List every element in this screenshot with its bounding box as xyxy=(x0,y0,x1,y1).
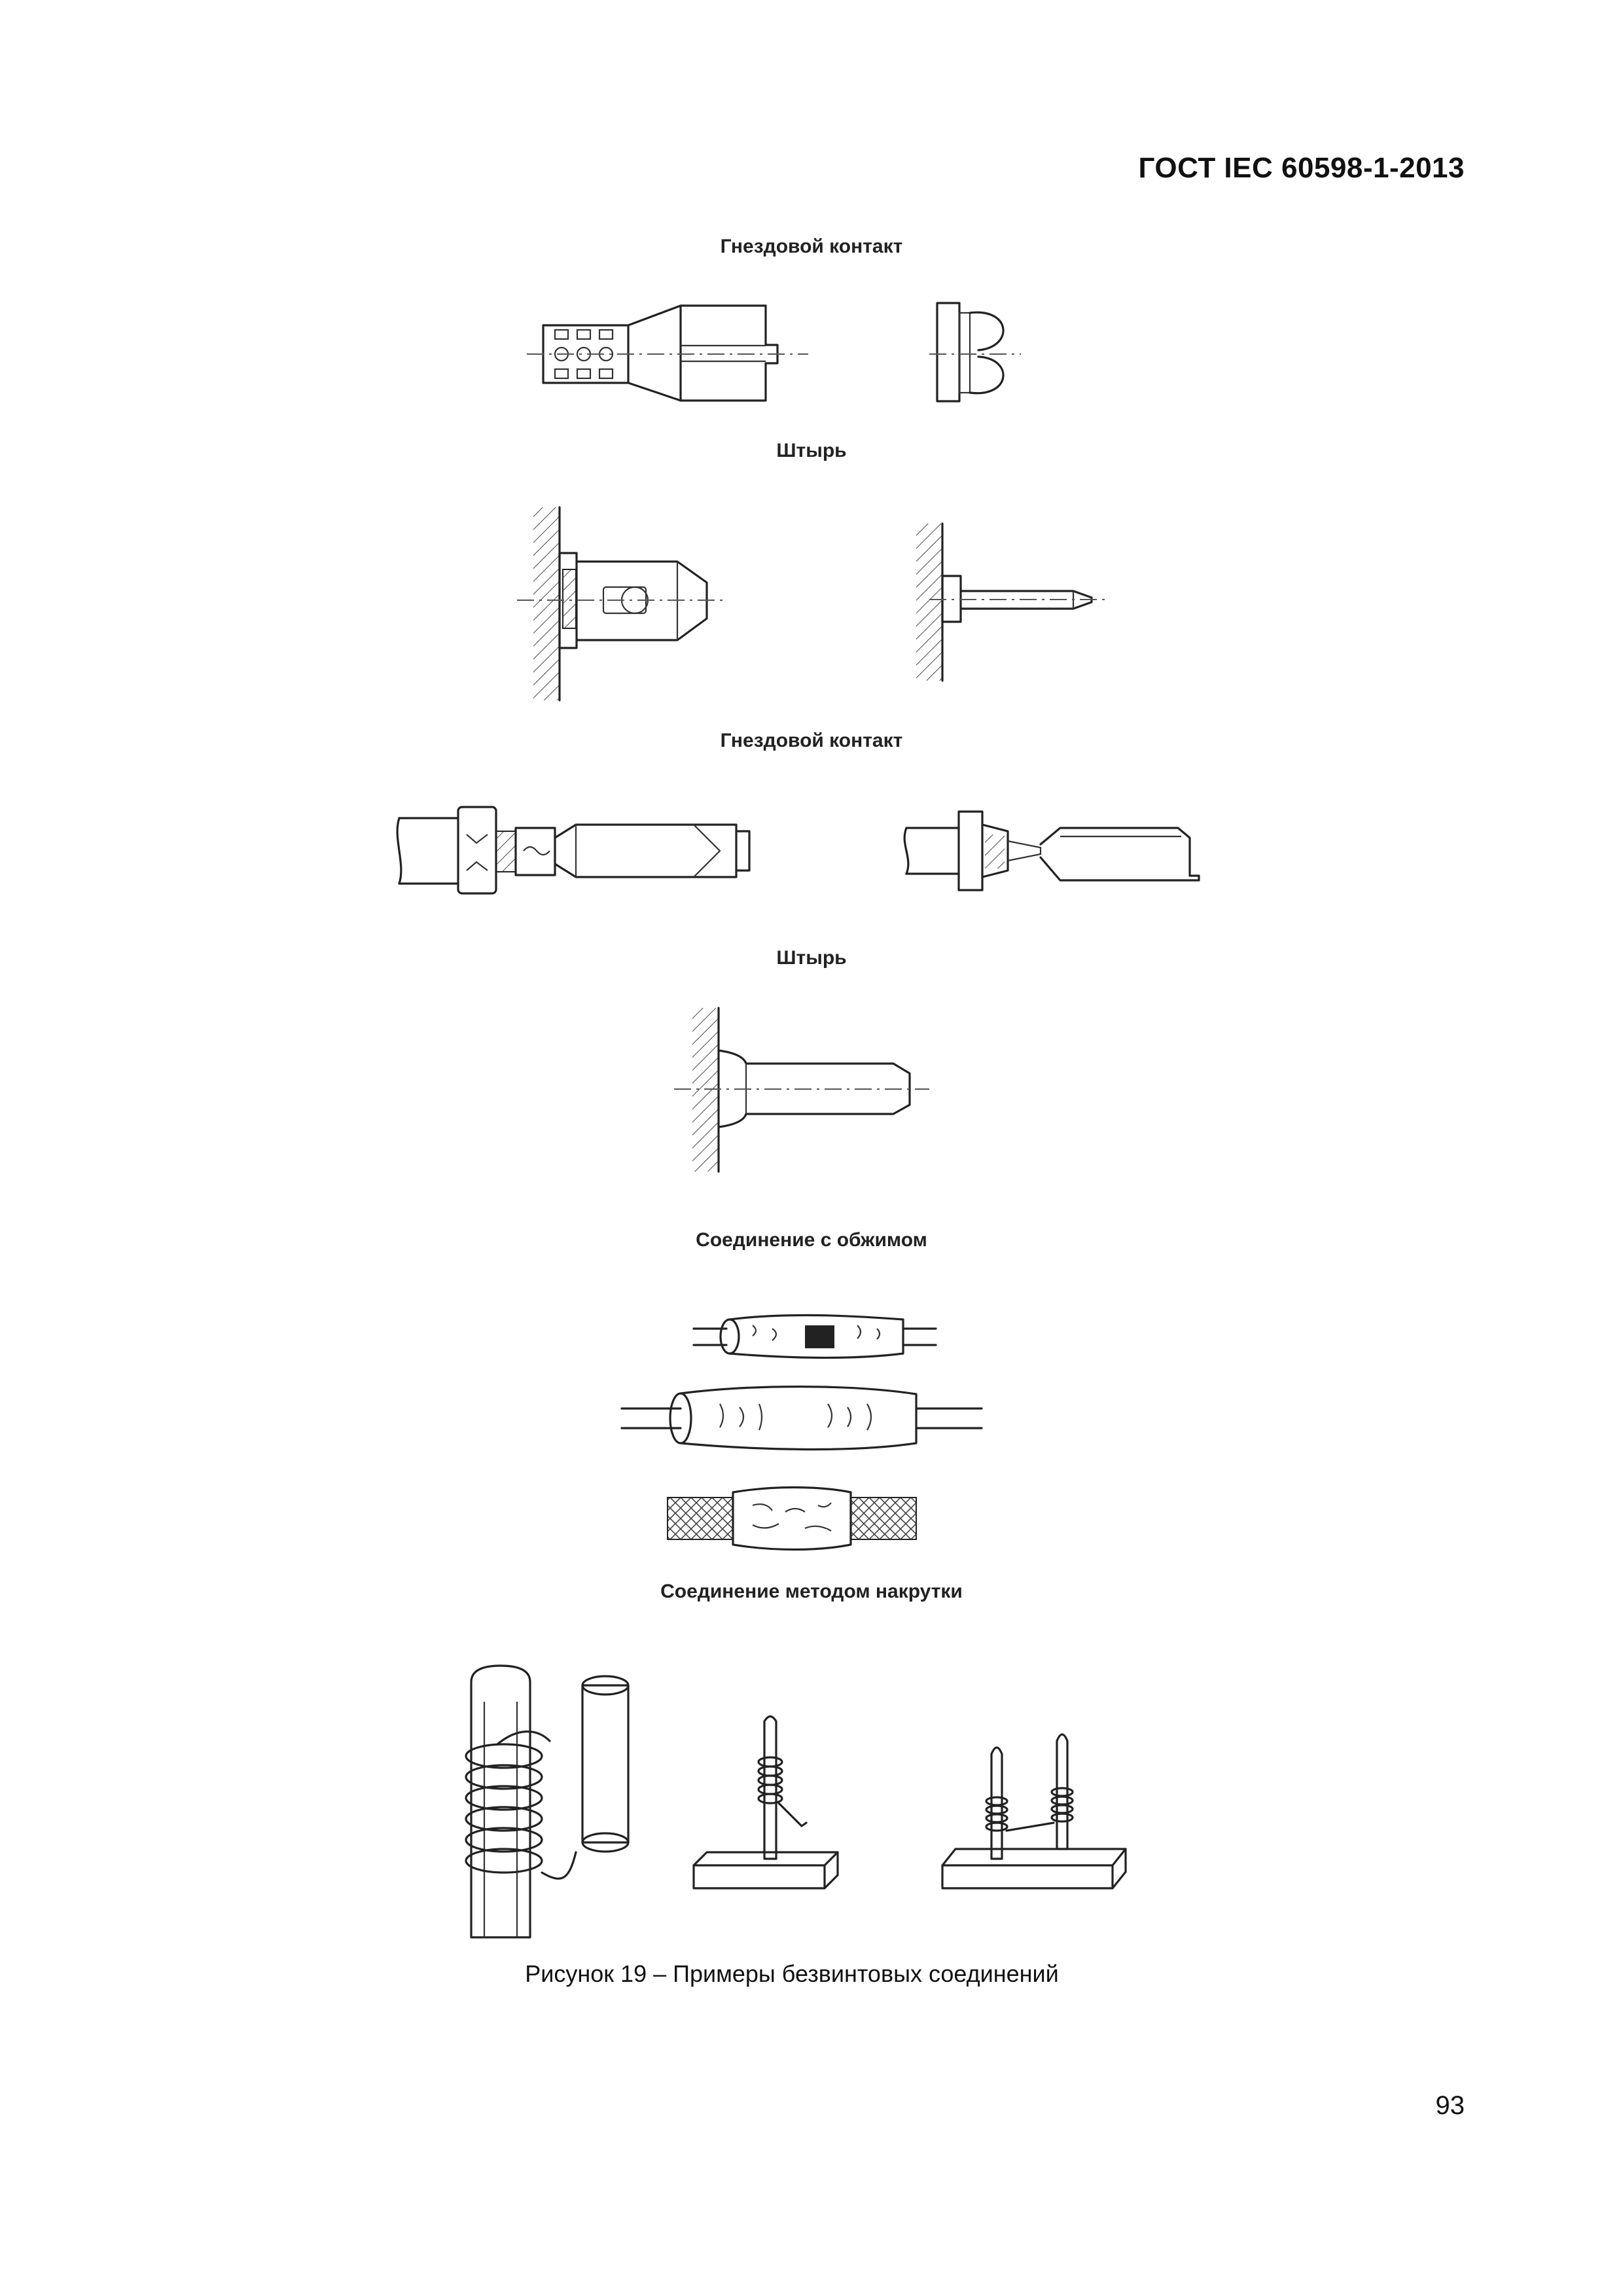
thin-pin-in-wall-drawing xyxy=(916,522,1109,682)
section-label-socket-contact-1: Гнездовой контакт xyxy=(720,236,903,257)
crimp-sleeve-large-drawing xyxy=(620,1386,983,1451)
section-label-crimp-connection: Соединение с обжимом xyxy=(696,1229,927,1251)
wire-wrap-coil-drawing xyxy=(465,1664,630,1939)
crimp-sleeve-small-drawing xyxy=(692,1314,937,1359)
figure-caption: Рисунок 19 – Примеры безвинтовых соедине… xyxy=(525,1960,1059,1987)
large-pin-in-wall-drawing xyxy=(674,1007,929,1173)
socket-contact-flat-crimped-drawing xyxy=(903,810,1200,891)
wire-wrap-double-post-drawing xyxy=(941,1733,1127,1890)
section-label-pin-2: Штырь xyxy=(776,947,847,969)
section-label-socket-contact-2: Гнездовой контакт xyxy=(720,730,903,751)
crimp-sleeve-braided-drawing xyxy=(667,1486,917,1551)
page-number: 93 xyxy=(1435,2091,1465,2120)
section-label-pin-1: Штырь xyxy=(776,440,847,461)
document-header: ГОСТ IEC 60598-1-2013 xyxy=(1138,152,1465,184)
socket-contact-round-crimped-drawing xyxy=(396,806,751,895)
round-socket-in-wall-drawing xyxy=(517,506,726,702)
socket-contact-flat-drawing xyxy=(527,304,808,402)
wire-wrap-single-post-drawing xyxy=(692,1715,839,1890)
socket-contact-flat-end-view xyxy=(929,302,1021,403)
section-label-wire-wrap-connection: Соединение методом накрутки xyxy=(660,1581,963,1602)
